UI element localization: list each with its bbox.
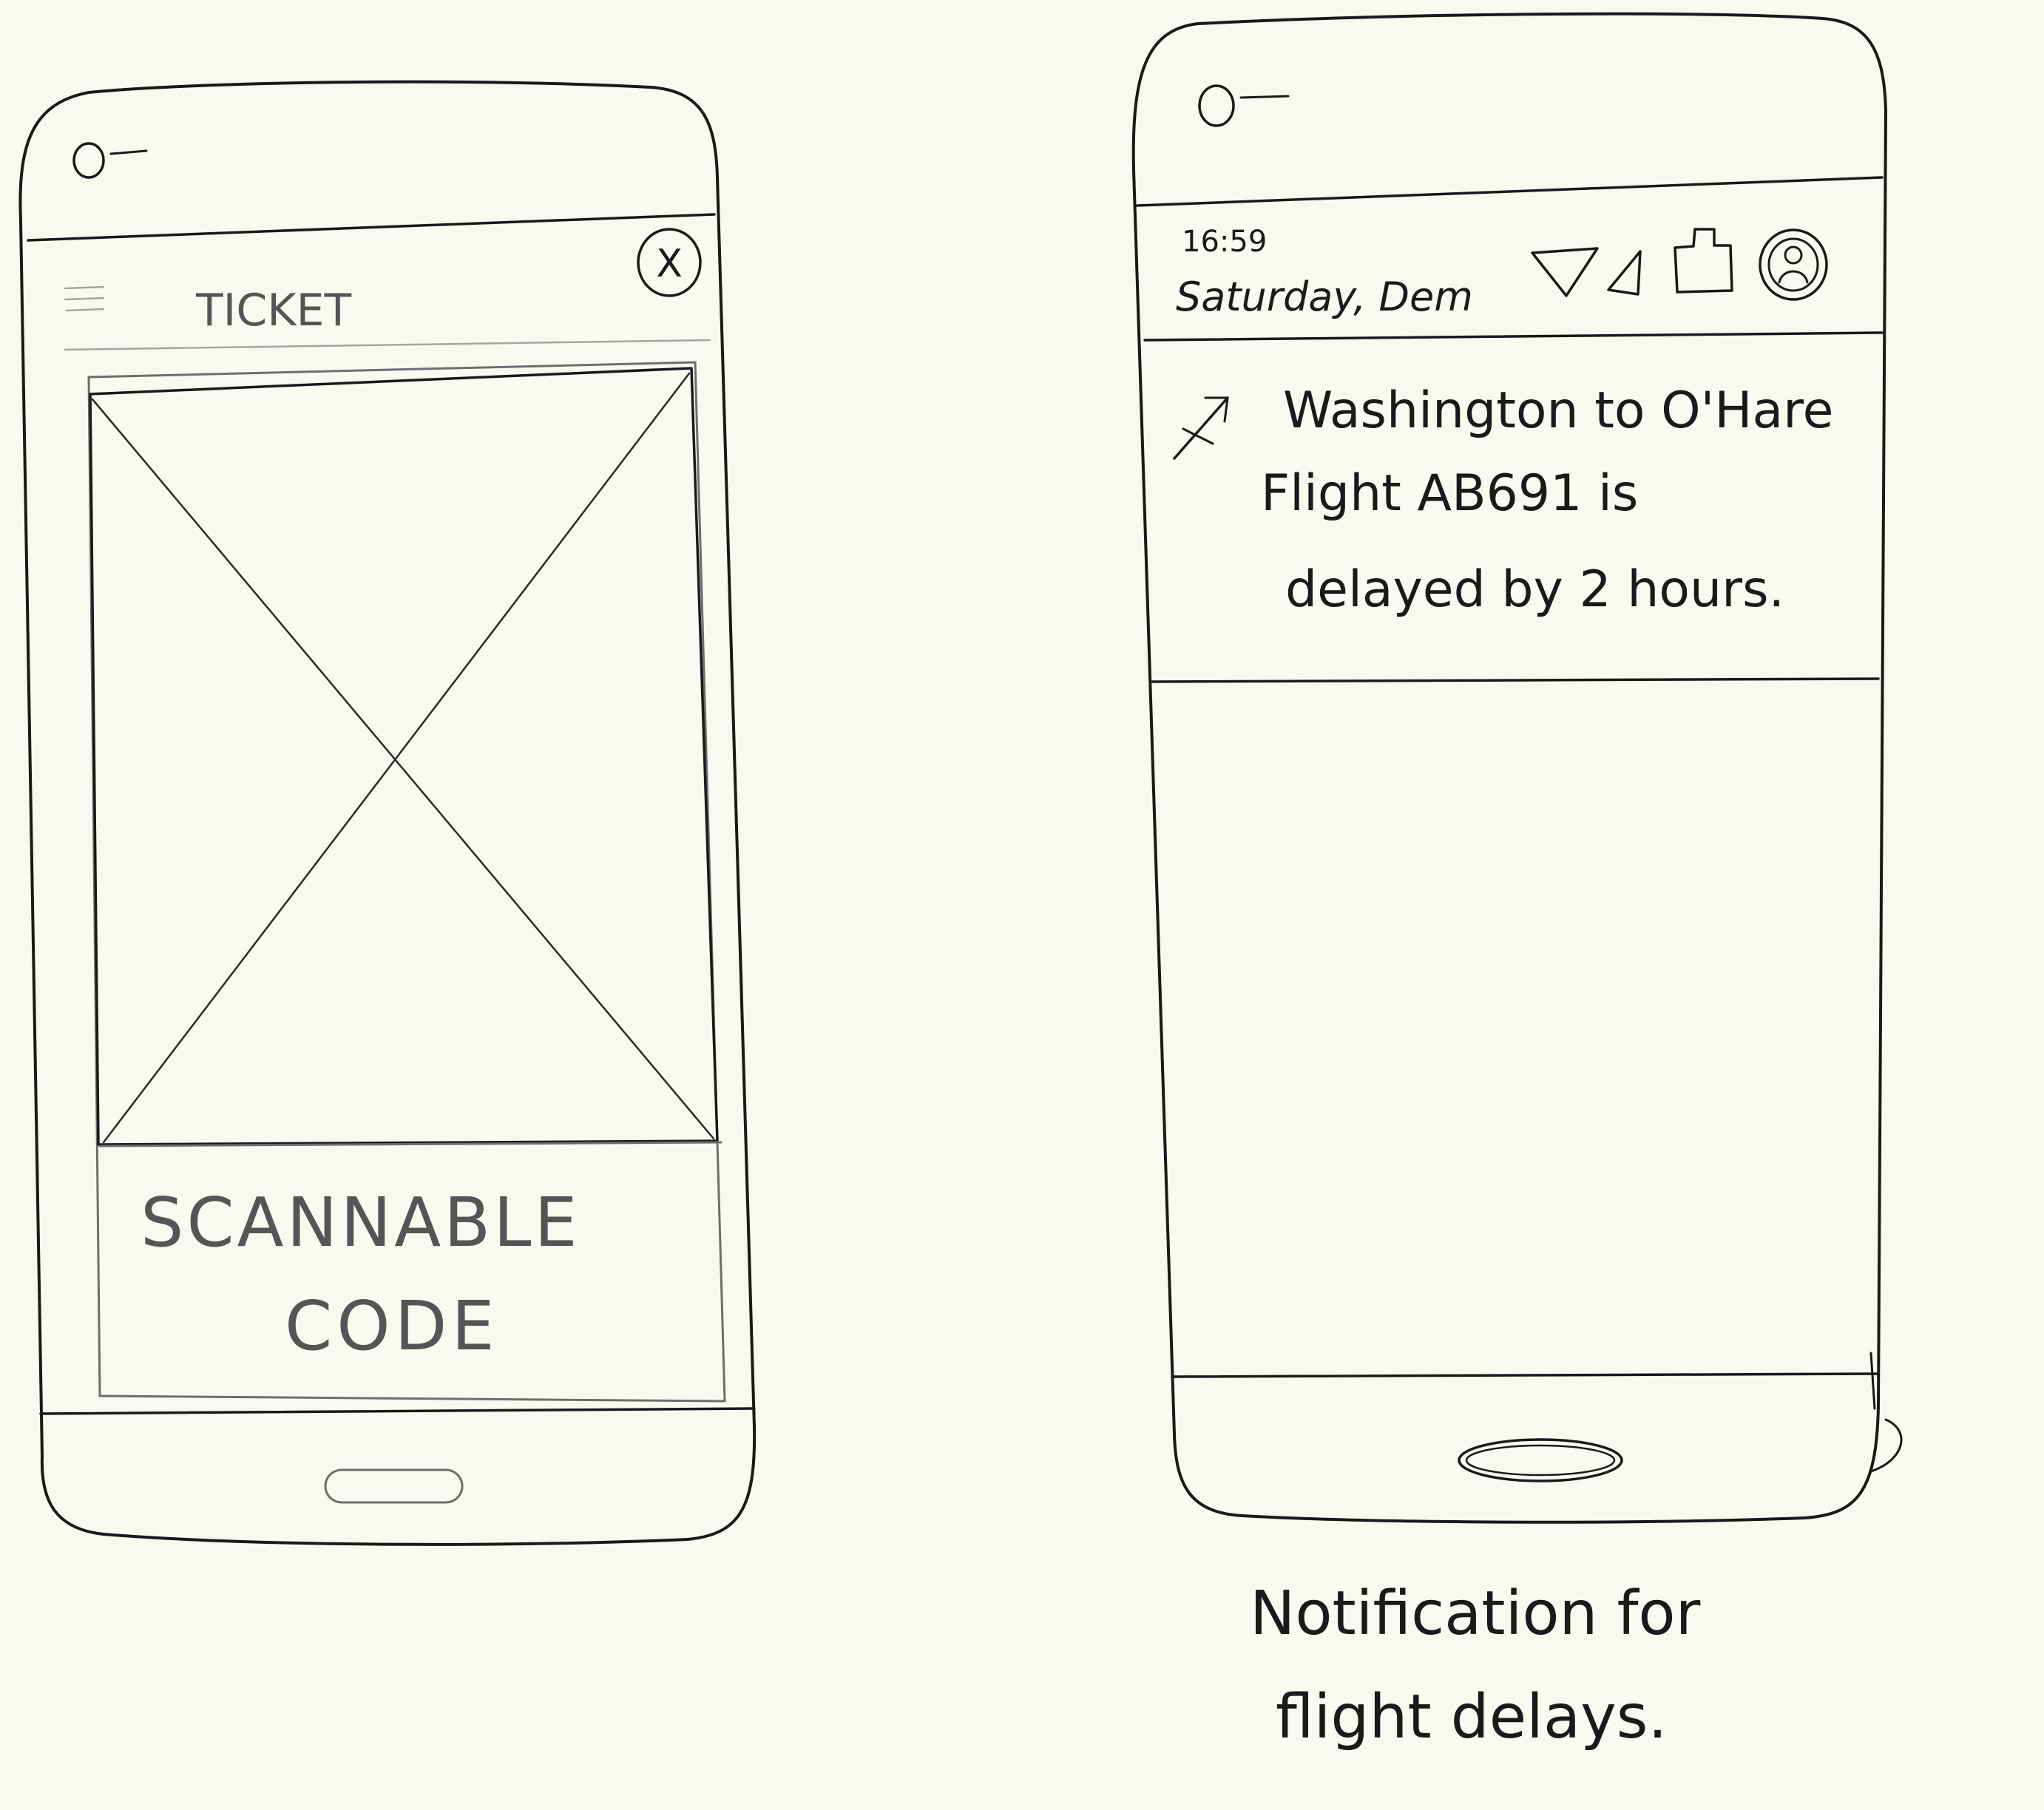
menu-icon[interactable] bbox=[64, 285, 105, 312]
page-title: TICKET bbox=[195, 285, 351, 336]
status-divider bbox=[1143, 331, 1884, 342]
right-phone-body bbox=[1131, 12, 1887, 1524]
left-top-divider bbox=[27, 213, 716, 242]
right-top-divider bbox=[1136, 176, 1884, 207]
left-bottom-divider bbox=[39, 1407, 756, 1415]
status-date: Saturday, Dem bbox=[1176, 274, 1473, 320]
airplane-icon bbox=[1173, 396, 1229, 460]
notification-line-1: Washington to O'Hare bbox=[1283, 382, 1833, 440]
left-phone: TICKET X SCANNABLE CODE bbox=[18, 80, 757, 1546]
header-underline bbox=[64, 339, 711, 351]
close-icon: X bbox=[656, 242, 683, 286]
left-home-button[interactable] bbox=[324, 1468, 464, 1504]
caption-line-1: Notification for bbox=[1250, 1579, 1701, 1649]
notification-line-3: delayed by 2 hours. bbox=[1285, 560, 1784, 619]
battery-icon bbox=[1674, 228, 1733, 294]
notification-divider bbox=[1151, 677, 1880, 683]
caption: Notification for flight delays. bbox=[1250, 1579, 1701, 1752]
left-header: TICKET X bbox=[64, 228, 711, 351]
right-edge-mark bbox=[1869, 1352, 1876, 1410]
left-phone-body bbox=[18, 80, 757, 1546]
right-home-button[interactable] bbox=[1458, 1438, 1623, 1482]
status-time: 16:59 bbox=[1182, 225, 1267, 259]
avatar-icon[interactable] bbox=[1759, 228, 1828, 301]
right-side-button bbox=[1869, 1418, 1903, 1473]
right-phone: 16:59 Saturday, Dem Washington to O'Hare… bbox=[1131, 12, 1903, 1524]
caption-line-2: flight delays. bbox=[1276, 1682, 1668, 1752]
left-camera-icon bbox=[72, 142, 148, 179]
flight-notification[interactable]: Washington to O'Hare Flight AB691 is del… bbox=[1173, 382, 1833, 619]
status-bar: 16:59 Saturday, Dem bbox=[1176, 225, 1828, 320]
scannable-code-label-2: CODE bbox=[285, 1287, 499, 1366]
wifi-icon bbox=[1531, 247, 1599, 297]
notification-line-2: Flight AB691 is bbox=[1261, 464, 1638, 523]
signal-icon bbox=[1607, 250, 1642, 296]
right-camera-icon bbox=[1198, 84, 1290, 127]
image-placeholder bbox=[89, 367, 719, 1146]
scannable-code: SCANNABLE CODE bbox=[98, 1141, 722, 1366]
close-button[interactable]: X bbox=[637, 228, 702, 297]
right-bottom-divider bbox=[1171, 1372, 1880, 1378]
scannable-code-label-1: SCANNABLE bbox=[141, 1183, 581, 1262]
